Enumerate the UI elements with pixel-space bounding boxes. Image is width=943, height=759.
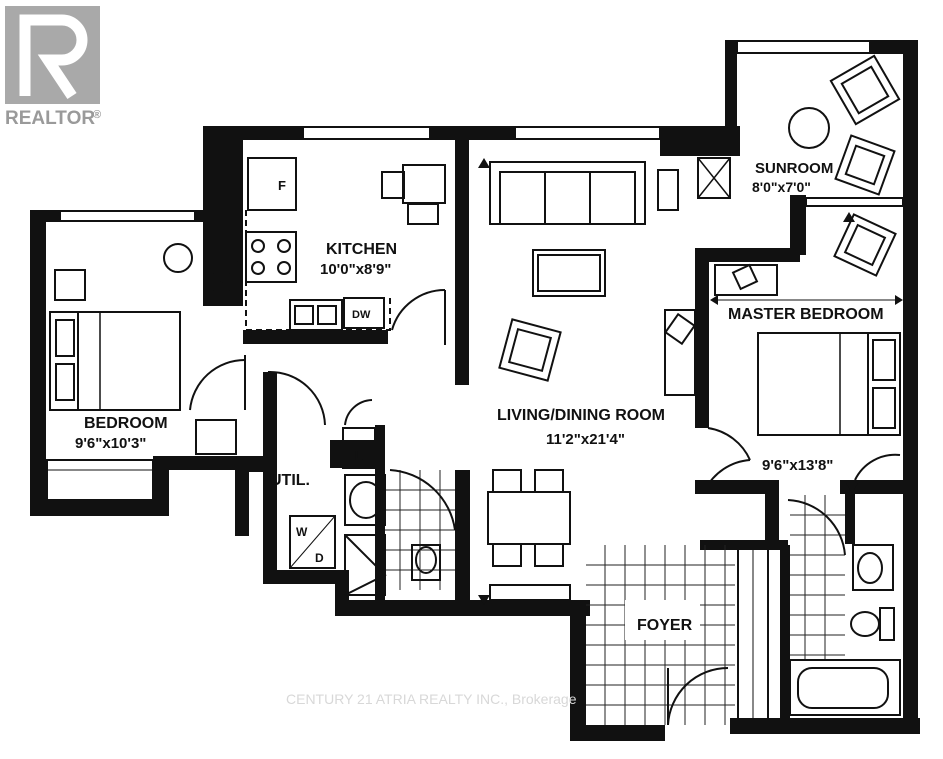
sunroom-fixtures: [788, 54, 901, 277]
master-name: MASTER BEDROOM: [728, 306, 884, 323]
master-fixtures: [704, 263, 903, 493]
fridge-label: F: [278, 178, 286, 193]
bedroom-fixtures: [49, 243, 246, 455]
sunroom-name: SUNROOM: [755, 160, 833, 177]
linen-label: L: [355, 448, 363, 463]
bedroom-name: BEDROOM: [84, 415, 168, 432]
living-name: LIVING/DINING ROOM: [497, 407, 665, 424]
living-fixtures: [478, 157, 731, 605]
room-labels: KITCHEN 10'0"x8'9" BEDROOM 9'6"x10'3" LI…: [75, 160, 884, 634]
dishwasher-label: DW: [352, 309, 371, 321]
util-name: UTIL.: [270, 472, 310, 489]
kitchen-fixtures: F DW: [204, 157, 446, 345]
kitchen-name: KITCHEN: [326, 241, 397, 258]
main-bath: [344, 469, 456, 596]
sunroom-size: 8'0"x7'0": [752, 179, 811, 195]
walls: [30, 40, 920, 741]
living-size: 11'2"x21'4": [546, 431, 625, 448]
foyer-name: FOYER: [637, 617, 693, 634]
logo-registered-mark: ®: [93, 109, 101, 121]
washer-label: W: [296, 525, 308, 539]
kitchen-size: 10'0"x8'9": [320, 261, 391, 278]
ensuite-bath: [787, 495, 901, 716]
master-size: 9'6"x13'8": [762, 457, 833, 474]
dryer-label: D: [315, 551, 324, 565]
realtor-logo: REALTOR ®: [5, 6, 101, 129]
bedroom-size: 9'6"x10'3": [75, 435, 146, 452]
foyer-tiles: [586, 545, 769, 726]
utility-fixtures: L W D: [267, 370, 376, 569]
windows: [46, 40, 904, 501]
logo-text: REALTOR: [5, 108, 95, 129]
brokerage-watermark: CENTURY 21 ATRIA REALTY INC., Brokerage: [286, 691, 577, 707]
